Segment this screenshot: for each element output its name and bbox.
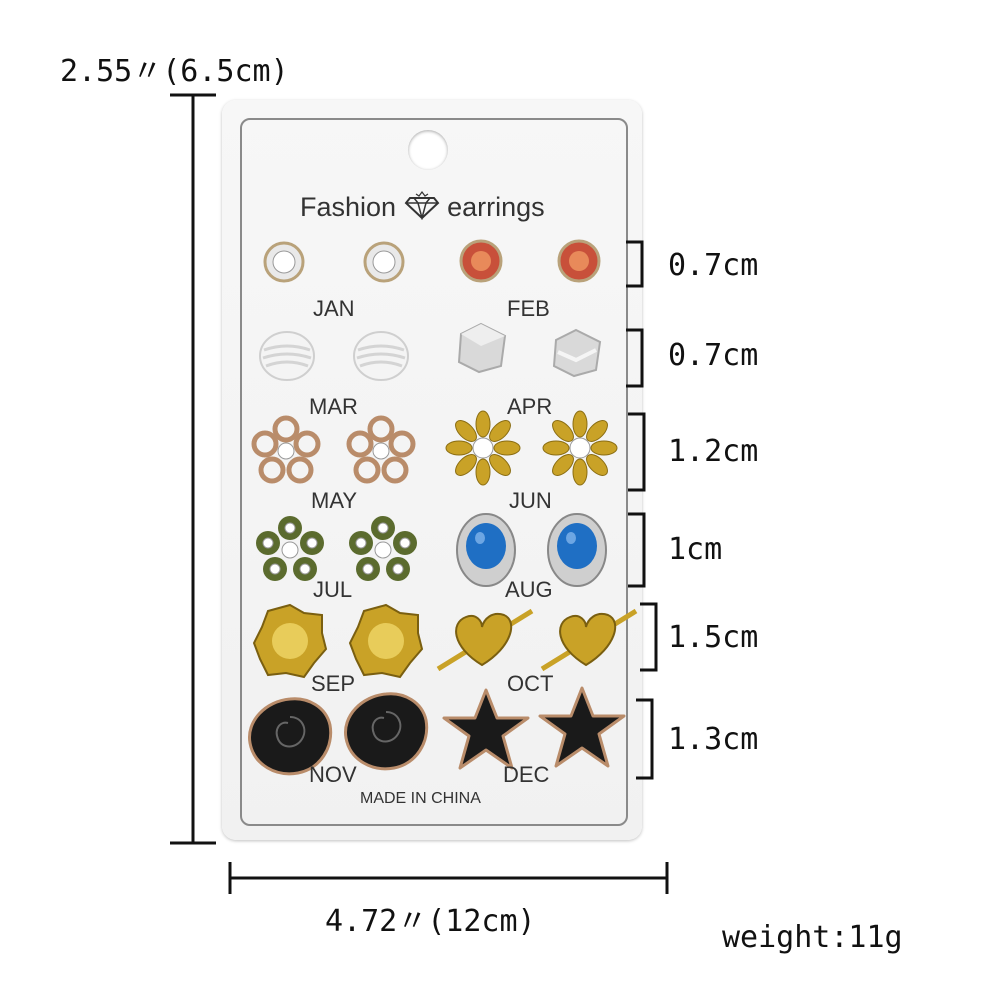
ruby-crystal-stud [459, 239, 503, 283]
weight-label: weight:11g [722, 920, 903, 955]
blue-stone-stud [547, 513, 607, 587]
gold-daisy-stud [445, 410, 521, 486]
row-size-label: 0.7cm [668, 248, 759, 283]
row-size-label: 1.5cm [668, 620, 759, 655]
silver-glitter-cube [457, 322, 507, 374]
brand-title: Fashion earrings [300, 190, 545, 223]
size-bracket [626, 328, 644, 388]
white-ridged-stud [353, 331, 409, 381]
decorative-frame [240, 118, 628, 826]
rose-gold-flower-stud [346, 415, 416, 484]
month-label: JAN [313, 296, 355, 321]
month-label: JUN [509, 488, 552, 513]
month-label: OCT [507, 671, 554, 696]
row-size-label: 1cm [668, 532, 723, 567]
olive-crystal-flower-stud [349, 516, 417, 581]
white-ridged-stud [259, 331, 315, 381]
size-bracket [628, 512, 646, 588]
silver-glitter-cube [552, 328, 602, 378]
width-label: 4.72〃(12cm) [325, 904, 536, 939]
row-size-label: 1.2cm [668, 434, 759, 469]
made-in-label: MADE IN CHINA [360, 790, 481, 807]
gold-octagon-stud [348, 603, 424, 679]
month-label: DEC [503, 762, 550, 787]
black-rose-stud [344, 692, 429, 771]
month-label: APR [507, 394, 553, 419]
clear-crystal-stud [363, 241, 405, 283]
black-star-stud [538, 686, 626, 768]
row-size-label: 1.3cm [668, 722, 759, 757]
size-bracket [636, 698, 654, 780]
hang-hole [408, 130, 448, 170]
clear-crystal-stud [263, 241, 305, 283]
olive-crystal-flower-stud [256, 516, 324, 581]
ruby-crystal-stud [557, 239, 601, 283]
gold-octagon-stud [252, 603, 328, 679]
rose-gold-flower-stud [251, 415, 321, 484]
month-label: NOV [309, 762, 357, 787]
row-size-label: 0.7cm [668, 338, 759, 373]
height-bracket [170, 93, 216, 845]
size-bracket [628, 412, 646, 492]
gold-daisy-stud [542, 410, 618, 486]
gold-heart-arrow-stud [540, 608, 638, 672]
brand-word-fashion: Fashion [300, 192, 397, 222]
width-bracket [228, 862, 669, 894]
month-label: MAY [311, 488, 358, 513]
month-label: MAR [309, 394, 358, 419]
black-rose-stud [248, 697, 333, 776]
month-label: JUL [313, 577, 353, 602]
month-label: SEP [311, 671, 356, 696]
diamond-icon [404, 191, 439, 221]
blue-stone-stud [456, 513, 516, 587]
black-star-stud [442, 688, 530, 770]
height-label: 2.55〃(6.5cm) [60, 54, 289, 89]
size-bracket [640, 602, 658, 672]
gold-heart-arrow-stud [436, 608, 534, 672]
month-label: AUG [505, 577, 553, 602]
month-label: FEB [507, 296, 550, 321]
size-bracket [626, 240, 644, 288]
brand-word-earrings: earrings [447, 192, 545, 222]
